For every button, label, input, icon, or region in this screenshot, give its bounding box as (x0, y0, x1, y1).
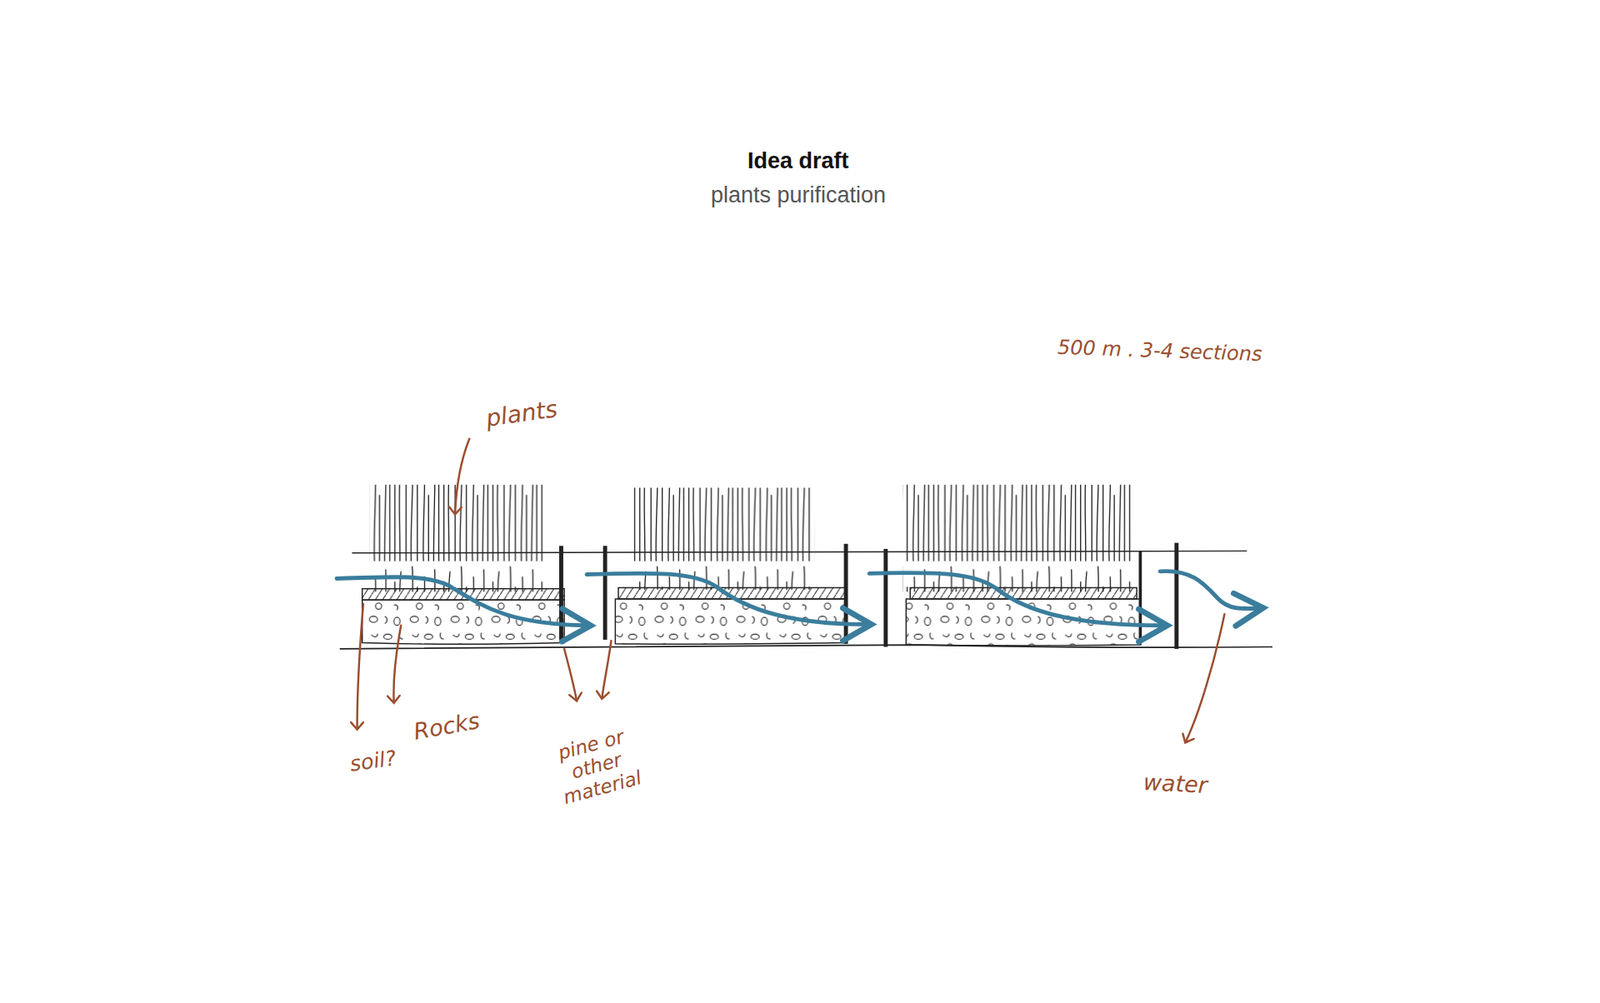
part-label: pine or other material (540, 721, 654, 812)
part-label: plants (484, 395, 560, 433)
part-label: water (1142, 769, 1208, 799)
part-label: soil? (348, 746, 398, 777)
water-flow (336, 571, 1260, 626)
plants-bed-3 (903, 485, 1134, 593)
diagram-title: Idea draft (747, 148, 850, 175)
pine-posts (559, 543, 1179, 650)
leader-arrows (357, 439, 1225, 743)
filter-beds (362, 587, 1141, 645)
part-label: Rocks (411, 707, 482, 745)
dimension-note: 500 m . 3-4 sections (1057, 336, 1263, 367)
diagram-subtitle: plants purification (710, 182, 886, 209)
